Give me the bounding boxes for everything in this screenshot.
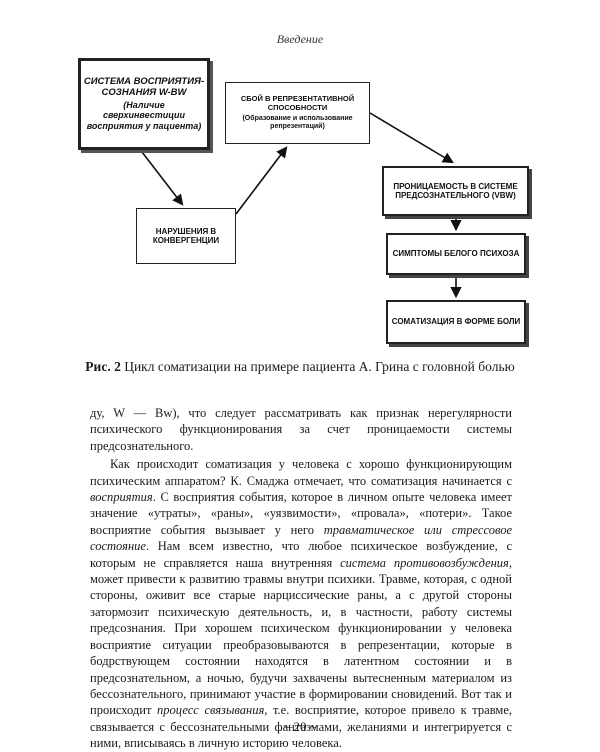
box-a-title: СИСТЕМА ВОСПРИЯТИЯ-СОЗНАНИЯ W-Bw	[83, 76, 205, 98]
caption-label: Рис. 2	[85, 359, 121, 374]
paragraph-continuation: ду, W — Bw), что следует рассматривать к…	[90, 405, 512, 454]
arrow-b-to-d	[369, 112, 454, 164]
arrow-a-to-c	[141, 151, 184, 206]
text-run: ду, W — Bw), что следует рассматривать к…	[90, 406, 512, 453]
text-run: Как происходит соматизация у человека с …	[90, 457, 512, 488]
paragraph-main: Как происходит соматизация у человека с …	[90, 456, 512, 751]
italic-run: восприятия	[90, 490, 153, 505]
box-b-note: (Образование и использование репрезентац…	[242, 114, 353, 130]
box-preconscious-permeability: ПРОНИЦАЕМОСТЬ В СИСТЕМЕ ПРЕДСОЗНАТЕЛЬНОГ…	[382, 166, 529, 216]
body-text: ду, W — Bw), что следует рассматривать к…	[90, 405, 512, 752]
text-run: может привести к развитию травмы внутри …	[90, 572, 512, 718]
box-b-title: СБОЙ В РЕПРЕЗЕНТАТИВНОЙ СПОСОБНОСТИ	[240, 94, 355, 112]
text-run: . Нам всем известно, что любое психическ…	[90, 539, 512, 570]
text-run: . С восприятия события, которое в личном…	[90, 490, 512, 537]
caption-text: Цикл соматизации на примере пациента А. …	[124, 359, 515, 374]
box-pain-somatization: СОМАТИЗАЦИЯ В ФОРМЕ БОЛИ	[386, 300, 526, 344]
box-convergence-disorders: НАРУШЕНИЯ В КОНВЕРГЕНЦИИ	[136, 208, 236, 264]
arrow-c-to-b	[235, 146, 288, 215]
figure-caption: Рис. 2 Цикл соматизации на примере пацие…	[80, 358, 520, 375]
box-white-psychosis-symptoms: СИМПТОМЫ БЕЛОГО ПСИХОЗА	[386, 233, 526, 275]
box-f-title: СОМАТИЗАЦИЯ В ФОРМЕ БОЛИ	[391, 317, 521, 327]
running-head: Введение	[276, 32, 324, 46]
box-a-note: (Наличие сверхинвестиции восприятия у па…	[86, 99, 202, 131]
box-d-title: ПРОНИЦАЕМОСТЬ В СИСТЕМЕ ПРЕДСОЗНАТЕЛЬНОГ…	[393, 181, 518, 200]
italic-run: процесс связывания	[157, 703, 265, 718]
diagram-arrows	[141, 112, 462, 299]
box-c-title: НАРУШЕНИЯ В КОНВЕРГЕНЦИИ	[152, 226, 220, 245]
box-representational-failure: СБОЙ В РЕПРЕЗЕНТАТИВНОЙ СПОСОБНОСТИ (Обр…	[225, 82, 370, 144]
italic-run: травматическое или стрессовое состояние	[90, 522, 512, 554]
italic-run: система противовозбуждения,	[340, 555, 512, 570]
text-run: , т.е. восприятие, которое привело к тра…	[90, 703, 512, 751]
box-perception-consciousness-system: СИСТЕМА ВОСПРИЯТИЯ-СОЗНАНИЯ W-Bw (Наличи…	[78, 58, 210, 150]
box-e-title: СИМПТОМЫ БЕЛОГО ПСИХОЗА	[392, 249, 520, 259]
page-number: ~ 20 ~	[283, 719, 317, 734]
